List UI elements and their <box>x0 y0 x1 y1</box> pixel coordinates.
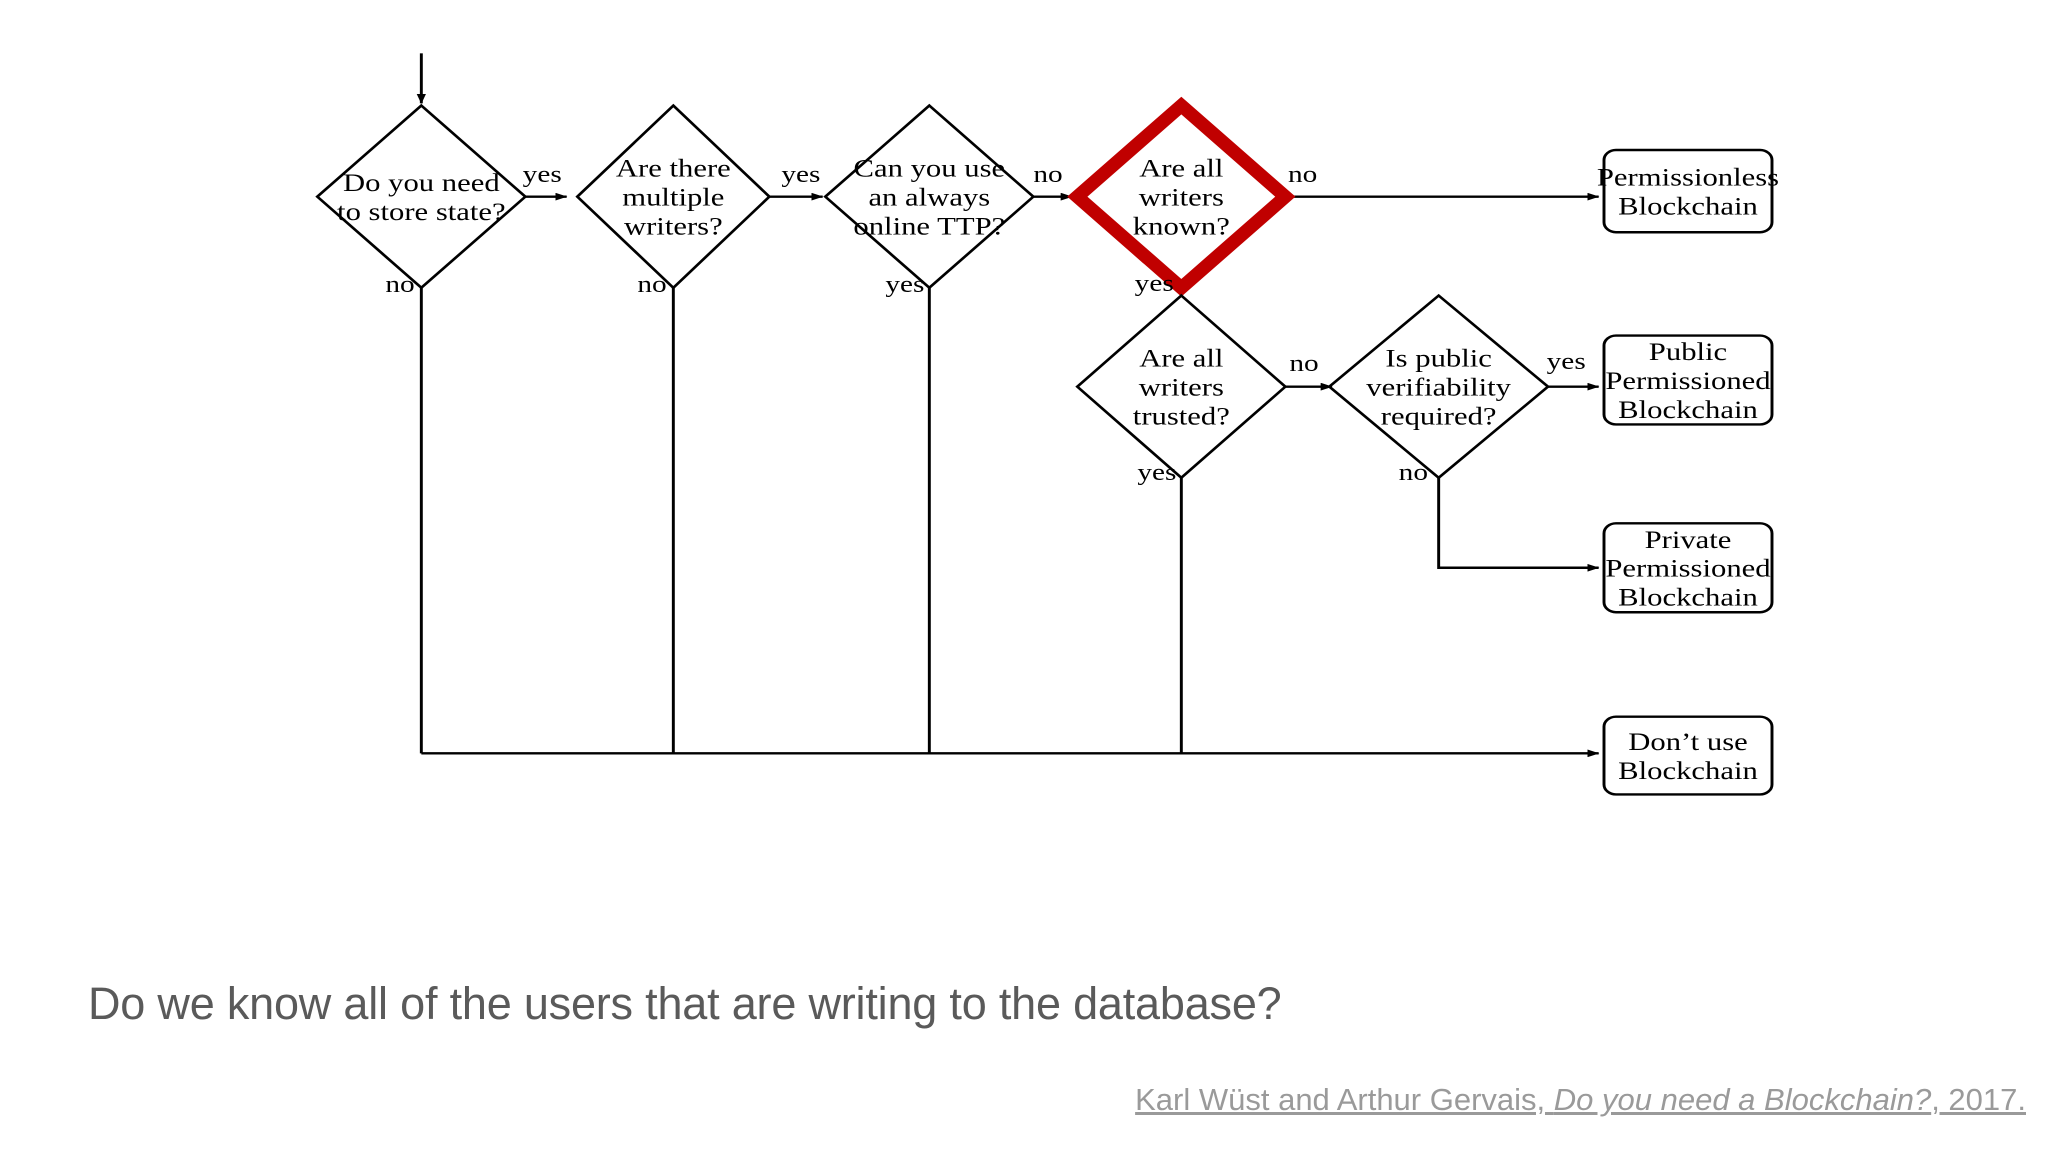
edge-label-e-ttp-yes: yes <box>885 270 924 297</box>
edge-label-e-verif-yes: yes <box>1547 347 1586 374</box>
edge-label-e-store-state-yes: yes <box>523 160 562 187</box>
citation-prefix: Karl Wüst and Arthur Gervais, <box>1135 1082 1554 1117</box>
edge-label-e-trusted-no: no <box>1289 349 1318 376</box>
edge-label-e-multi-writers-no: no <box>637 270 666 297</box>
outcome-box-public-permissioned <box>1602 334 1774 426</box>
edge-label-e-multi-writers-yes: yes <box>781 160 820 187</box>
slide-caption: Do we know all of the users that are wri… <box>88 978 1282 1029</box>
decision-diamond-store-state <box>315 103 528 290</box>
citation-suffix: , 2017. <box>1931 1082 2026 1117</box>
decision-diamond-always-online-ttp <box>823 103 1036 290</box>
connector-public-verif-no <box>1437 477 1600 572</box>
edge-label-group: yes no yes no no yes no yes no yes yes no <box>385 160 1585 485</box>
outcome-box-private-permissioned <box>1602 522 1774 614</box>
edge-label-e-trusted-yes: yes <box>1137 458 1176 485</box>
decision-diamond-writers-known-highlighted <box>1067 96 1296 297</box>
decision-diamond-writers-trusted <box>1075 293 1288 480</box>
edge-label-e-known-yes: yes <box>1135 269 1174 296</box>
edge-label-e-store-state-no: no <box>385 270 414 297</box>
outcome-box-permissionless <box>1602 148 1774 234</box>
decision-diamond-public-verif <box>1327 293 1551 480</box>
citation-title: Do you need a Blockchain? <box>1553 1082 1932 1117</box>
outcome-box-dont-use <box>1602 715 1774 796</box>
citation-link[interactable]: Karl Wüst and Arthur Gervais, Do you nee… <box>1135 1082 2026 1118</box>
edge-label-e-known-no: no <box>1288 160 1317 187</box>
decision-diamond-multiple-writers <box>575 103 772 290</box>
edge-label-e-ttp-no: no <box>1033 160 1062 187</box>
edge-label-e-verif-no: no <box>1399 458 1428 485</box>
